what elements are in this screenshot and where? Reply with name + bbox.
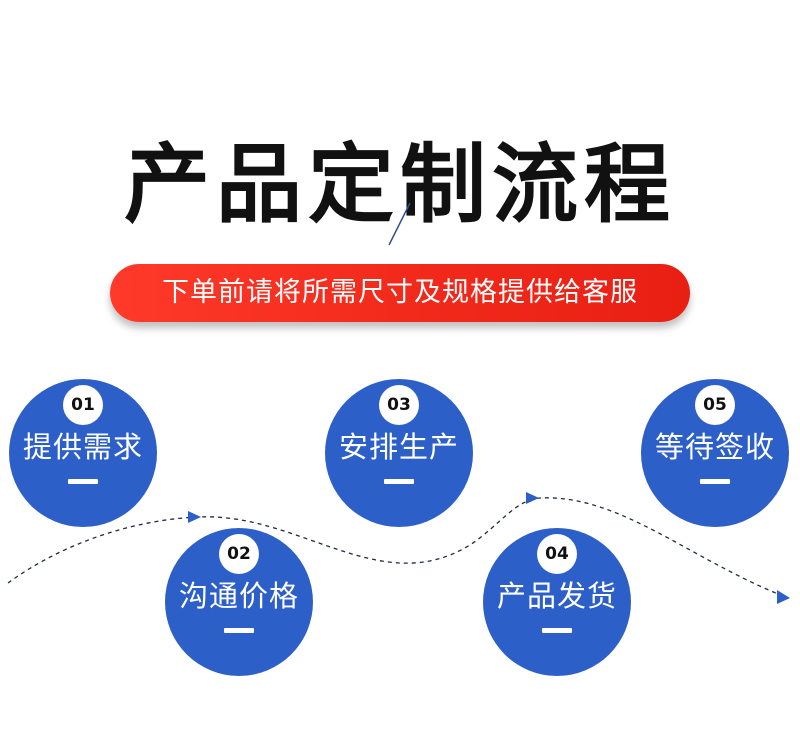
step-label: 等待签收 <box>654 430 775 464</box>
step-label: 沟通价格 <box>178 579 299 613</box>
step-negotiate-price: 02 沟通价格 <box>165 528 313 676</box>
step-number: 04 <box>537 534 577 574</box>
step-number: 01 <box>63 385 103 425</box>
step-dash <box>68 479 98 484</box>
step-await-receipt: 05 等待签收 <box>641 379 789 527</box>
step-number: 03 <box>379 385 419 425</box>
flow-arrow-1 <box>188 511 201 523</box>
step-label: 产品发货 <box>496 579 617 613</box>
page-title: 产品定制流程 <box>124 134 676 235</box>
step-arrange-production: 03 安排生产 <box>325 379 473 527</box>
flow-arrow-3 <box>777 590 790 604</box>
step-label: 安排生产 <box>338 430 459 464</box>
step-ship-product: 04 产品发货 <box>483 528 631 676</box>
step-dash <box>224 628 254 633</box>
step-number: 02 <box>219 534 259 574</box>
step-dash <box>542 628 572 633</box>
step-dash <box>700 479 730 484</box>
step-dash <box>384 479 414 484</box>
step-number: 05 <box>695 385 735 425</box>
step-label: 提供需求 <box>22 430 143 464</box>
flow-arrow-2 <box>526 492 539 504</box>
step-provide-requirements: 01 提供需求 <box>9 379 157 527</box>
notice-banner: 下单前请将所需尺寸及规格提供给客服 <box>110 264 690 322</box>
